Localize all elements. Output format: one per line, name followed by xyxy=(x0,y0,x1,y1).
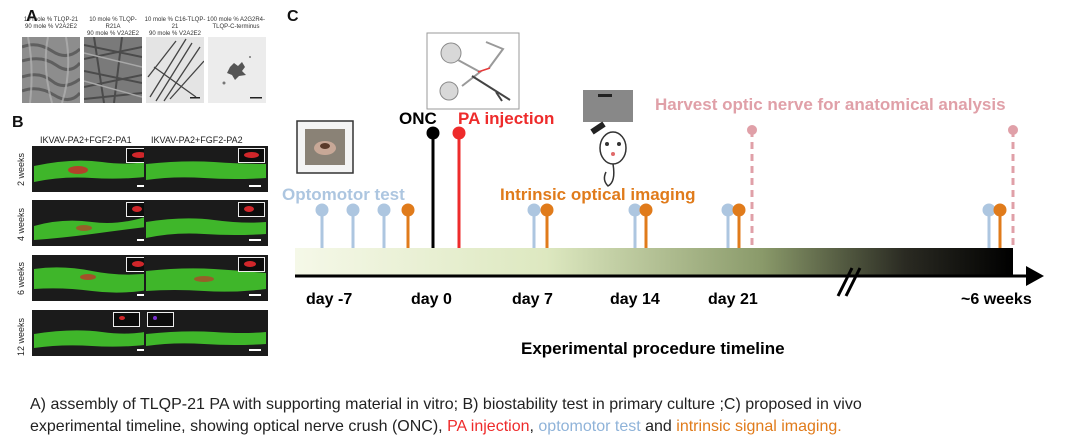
intrinsic-marker xyxy=(993,203,1007,248)
day-label: ~6 weeks xyxy=(961,291,1032,308)
timeline-gradient-band xyxy=(295,248,1013,275)
panel-c-label: C xyxy=(287,8,299,25)
optomotor-marker xyxy=(346,203,360,248)
intrinsic-marker xyxy=(732,203,746,248)
caption-line-2: experimental timeline, showing optical n… xyxy=(30,416,1060,438)
day-label: day 21 xyxy=(708,291,758,308)
day-label: day 7 xyxy=(512,291,553,308)
confocal-panel xyxy=(144,255,268,301)
confocal-panel xyxy=(144,310,268,356)
intrinsic-label: Intrinsic optical imaging xyxy=(500,185,696,204)
confocal-panel xyxy=(32,146,156,192)
confocal-panel xyxy=(32,310,156,356)
pa-injection-marker xyxy=(452,126,466,248)
optomotor-drum-photo xyxy=(296,120,354,174)
panel-b-label: B xyxy=(12,114,24,131)
figure-caption: A) assembly of TLQP-21 PA with supportin… xyxy=(30,394,1060,438)
optomotor-marker xyxy=(721,203,735,248)
day-label: day 14 xyxy=(610,291,660,308)
harvest-label: Harvest optic nerve for anatomical analy… xyxy=(655,95,1006,114)
scale-bar xyxy=(249,349,261,351)
inset-image xyxy=(238,202,265,217)
day-label: day -7 xyxy=(306,291,352,308)
optomotor-marker xyxy=(527,203,541,248)
caption-separator: , xyxy=(529,418,534,435)
confocal-panel xyxy=(32,255,156,301)
caption-and: and xyxy=(645,418,672,435)
optomotor-marker xyxy=(982,203,996,248)
intrinsic-marker xyxy=(639,203,653,248)
scale-bar xyxy=(249,239,261,241)
panel-a-label: A xyxy=(26,8,38,25)
axis-break-mark xyxy=(836,267,862,297)
caption-line-1: A) assembly of TLQP-21 PA with supportin… xyxy=(30,396,862,413)
harvest-marker xyxy=(747,125,757,248)
optomotor-marker xyxy=(377,203,391,248)
inset-image xyxy=(147,312,174,327)
inset-image xyxy=(238,148,265,163)
caption-text: experimental timeline, showing optical n… xyxy=(30,418,443,435)
caption-intrinsic: intrinsic signal imaging. xyxy=(676,418,842,435)
micrograph-1 xyxy=(22,37,80,103)
scale-bar xyxy=(249,294,261,296)
caption-optomotor: optomotor test xyxy=(538,418,641,435)
onc-surgery-illustration xyxy=(426,32,520,110)
intrinsic-marker xyxy=(401,203,415,248)
intrinsic-marker xyxy=(540,203,554,248)
confocal-panel xyxy=(144,146,268,192)
inset-image xyxy=(113,312,140,327)
caption-pa-injection: PA injection xyxy=(447,418,530,435)
optomotor-marker xyxy=(628,203,642,248)
intrinsic-imaging-illustration xyxy=(583,90,633,187)
micrograph-3 xyxy=(146,37,204,103)
day-label: day 0 xyxy=(411,291,452,308)
harvest-marker xyxy=(1008,125,1018,248)
inset-image xyxy=(238,257,265,272)
confocal-panel xyxy=(144,200,268,246)
optomotor-marker xyxy=(315,203,329,248)
timeline-title: Experimental procedure timeline xyxy=(521,339,785,358)
scale-bar xyxy=(137,239,149,241)
scale-bar xyxy=(137,185,149,187)
optomotor-label: Optomotor test xyxy=(282,185,405,204)
column-label-1: IKVAV-PA2+FGF2-PA1 xyxy=(40,135,132,145)
micrograph-2 xyxy=(84,37,142,103)
timeline-arrowhead xyxy=(1026,266,1044,286)
scale-bar xyxy=(249,185,261,187)
pa-injection-label: PA injection xyxy=(458,109,554,128)
micro-caption-4: 100 mole % A2G2R4-TLQP-C-terminus xyxy=(206,17,266,30)
scale-bar xyxy=(137,349,149,351)
column-label-2: IKVAV-PA2+FGF2-PA2 xyxy=(151,135,243,145)
onc-label: ONC xyxy=(399,109,437,128)
confocal-panel xyxy=(32,200,156,246)
onc-marker xyxy=(426,126,440,248)
scale-bar xyxy=(137,294,149,296)
micrograph-4 xyxy=(208,37,266,103)
